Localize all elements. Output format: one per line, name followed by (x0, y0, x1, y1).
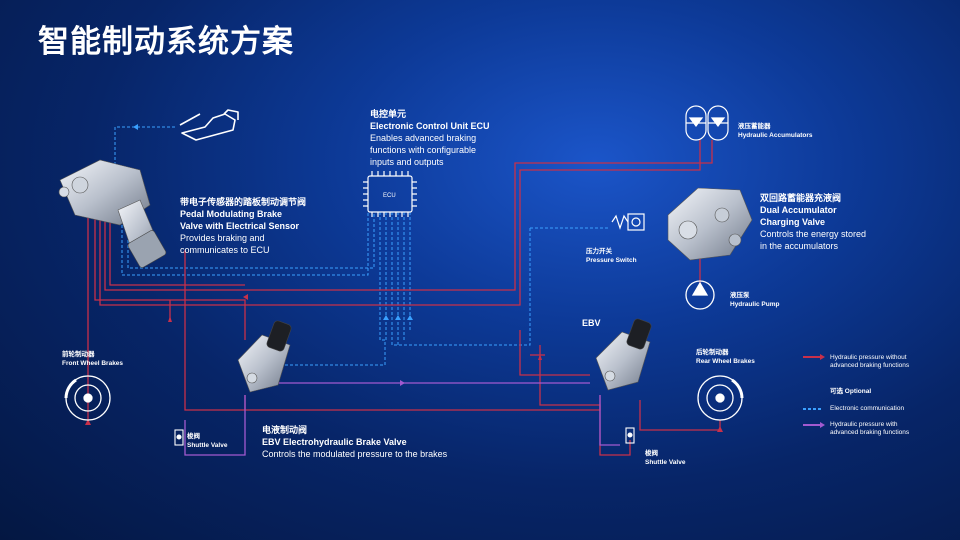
shuttle-left-cn: 梭阀 (187, 433, 200, 440)
ebv-left-image (237, 320, 292, 393)
legend-hydraulic-with-2: advanced braking functions (830, 429, 910, 436)
rear-brakes-cn: 后轮制动器 (696, 349, 729, 356)
front-brake-disc-icon (64, 375, 111, 421)
legend-optional: 可选 Optional (830, 388, 872, 395)
foot-pedal-icon (179, 109, 239, 141)
pedal-en-label-2: Valve with Electrical Sensor (180, 221, 300, 231)
accumulator-icons (685, 105, 729, 141)
pressure-switch-label: 压力开关 Pressure Switch (586, 247, 637, 265)
ecu-chip (363, 171, 417, 217)
shuttle-right-cn: 梭阀 (645, 450, 658, 457)
charging-valve-desc-1: Controls the energy stored (760, 229, 867, 239)
charging-valve-description: 双回路蓄能器充液阀 Dual Accumulator Charging Valv… (760, 192, 866, 252)
front-brakes-en: Front Wheel Brakes (62, 360, 124, 367)
ebv-right-image (595, 318, 652, 391)
ecu-description: 电控单元 Electronic Control Unit ECU Enables… (370, 108, 490, 168)
page-title: 智能制动系统方案 (38, 24, 294, 59)
hydraulic-pump-icon (685, 280, 715, 310)
hydraulic-red-arrows (85, 284, 723, 432)
pressure-switch-cn: 压力开关 (586, 248, 612, 255)
shuttle-left-en: Shuttle Valve (187, 442, 228, 449)
ecu-chip-label: ECU (383, 193, 396, 199)
charging-valve-image (667, 187, 753, 261)
rear-brakes-en: Rear Wheel Brakes (696, 358, 755, 365)
pedal-valve-image (58, 159, 167, 268)
ecu-desc-1: Enables advanced braking (370, 133, 477, 143)
front-brakes-label: 前轮制动器 Front Wheel Brakes (62, 350, 123, 368)
rear-brake-disc-icon (697, 375, 744, 421)
charging-valve-desc-2: in the accumulators (760, 241, 839, 251)
hydraulic-red-lines (87, 140, 721, 456)
ecu-en-label: Electronic Control Unit ECU (370, 121, 490, 131)
front-brakes-cn: 前轮制动器 (62, 351, 95, 358)
accumulators-label: 液压蓄能器 Hydraulic Accumulators (738, 122, 813, 140)
legend-electronic: Electronic communication (830, 405, 905, 412)
legend-hydraulic-without-1: Hydraulic pressure without (830, 354, 907, 361)
pressure-switch-en: Pressure Switch (586, 257, 637, 264)
hydraulic-purple-arrows (400, 380, 405, 386)
shuttle-right-en: Shuttle Valve (645, 459, 686, 466)
pump-en: Hydraulic Pump (730, 301, 780, 308)
ecu-desc-3: inputs and outputs (370, 157, 444, 167)
shuttle-valve-left-label: 梭阀 Shuttle Valve (187, 432, 227, 450)
charging-valve-en-1: Dual Accumulator (760, 205, 837, 215)
electronic-arrows (133, 124, 413, 320)
pump-label: 液压泵 Hydraulic Pump (730, 291, 779, 309)
charging-valve-cn: 双回路蓄能器充液阀 (760, 193, 842, 203)
ebv-valve-cn: 电液制动阀 (262, 425, 308, 435)
accumulators-cn: 液压蓄能器 (738, 123, 771, 130)
ebv-valve-description: 电液制动阀 EBV Electrohydraulic Brake Valve C… (262, 424, 447, 460)
legend-swatches (803, 354, 825, 428)
pedal-en-label-1: Pedal Modulating Brake (180, 209, 283, 219)
pressure-switch-icon (611, 213, 645, 231)
legend-hydraulic-with-1: Hydraulic pressure with (830, 421, 898, 428)
ebv-label: EBV (582, 318, 601, 328)
pedal-cn-label: 带电子传感器的踏板制动调节阀 (180, 197, 307, 207)
legend-hydraulic-with: Hydraulic pressure with advanced braking… (830, 421, 909, 437)
shuttle-valve-right-icon (625, 427, 635, 444)
charging-valve-en-2: Charging Valve (760, 217, 826, 227)
ecu-desc-2: functions with configurable (370, 145, 477, 155)
ebv-valve-en: EBV Electrohydraulic Brake Valve (262, 437, 407, 447)
ecu-cn-label: 电控单元 (370, 109, 407, 119)
accumulators-en: Hydraulic Accumulators (738, 132, 813, 139)
rear-brakes-label: 后轮制动器 Rear Wheel Brakes (696, 348, 755, 366)
ebv-valve-desc: Controls the modulated pressure to the b… (262, 449, 448, 459)
pedal-description: 带电子传感器的踏板制动调节阀 Pedal Modulating Brake Va… (180, 196, 306, 256)
legend-hydraulic-without: Hydraulic pressure without advanced brak… (830, 354, 909, 370)
shuttle-valve-right-label: 梭阀 Shuttle Valve (645, 449, 685, 467)
pedal-desc-1: Provides braking and (180, 233, 265, 243)
hydraulic-purple-lines (184, 382, 620, 456)
legend-hydraulic-without-2: advanced braking functions (830, 362, 910, 369)
pedal-desc-2: communicates to ECU (180, 245, 270, 255)
pump-cn: 液压泵 (730, 292, 750, 299)
shuttle-valve-left-icon (174, 429, 184, 446)
